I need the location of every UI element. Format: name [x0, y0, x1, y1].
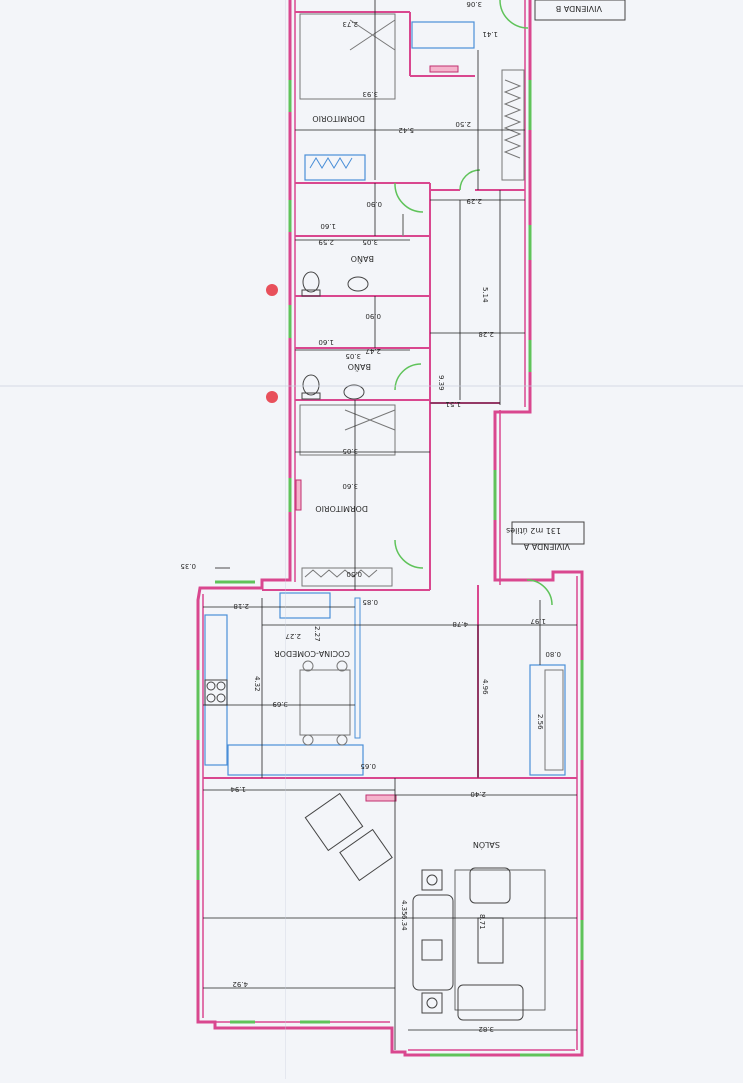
- dim: 5.42: [398, 126, 414, 134]
- dim: 2.40: [470, 790, 486, 798]
- dim: 4.92: [232, 980, 248, 988]
- room-labels: DORMITORIO BAÑO BAÑO DORMITORIO COCINA-C…: [274, 114, 500, 851]
- room-label-dormitorio-mid: DORMITORIO: [315, 504, 368, 513]
- dim: 0.90: [365, 312, 381, 320]
- dim: 2.18: [233, 602, 249, 610]
- dim: 0.85: [362, 598, 378, 606]
- dim: 3.60: [342, 482, 358, 490]
- dim: 4.78: [452, 620, 468, 628]
- unit-labels: VIVIENDA B VIVIENDA A 131 m2 útiles: [506, 0, 626, 551]
- dim: 1.41: [482, 30, 498, 38]
- dim: 1.60: [320, 222, 336, 230]
- windows: [196, 80, 584, 1057]
- paper-fold: [285, 0, 286, 1079]
- dim: 2.47: [365, 347, 381, 355]
- dim: 1.60: [318, 338, 334, 346]
- doors: [394, 0, 553, 606]
- dim: 3.05: [345, 352, 361, 360]
- marker-dot: [266, 284, 278, 296]
- dim: 2.28: [478, 330, 494, 338]
- dim: 1.94: [230, 785, 246, 793]
- dim: 4.32: [253, 676, 261, 692]
- dim: 0.35: [180, 562, 196, 570]
- furniture: [204, 13, 566, 1021]
- markers: [266, 284, 278, 403]
- radiators: [295, 65, 459, 802]
- dim: 0.90: [366, 200, 382, 208]
- dim: 0.50: [346, 570, 362, 578]
- unit-area-a: 131 m2 útiles: [506, 526, 561, 535]
- dim: 3.05: [362, 238, 378, 246]
- dim: 4.96: [481, 679, 489, 695]
- dim: 0.65: [360, 762, 376, 770]
- dim: 2.50: [455, 120, 471, 128]
- dim: 0.80: [545, 650, 561, 658]
- dim: 8.71: [478, 914, 486, 930]
- paper-fold: [0, 385, 743, 387]
- dim: 3.05: [342, 447, 358, 455]
- dim: 2.29: [466, 197, 482, 205]
- dim: 2.59: [318, 238, 334, 246]
- dim: 5.14: [481, 287, 489, 303]
- unit-name-a: VIVIENDA A: [523, 542, 570, 551]
- dim: 2.27: [285, 632, 301, 640]
- dim: 2.27: [313, 626, 321, 642]
- dimension-lines: [203, 0, 577, 1050]
- dim: 2.73: [342, 20, 358, 28]
- room-label-cocina: COCINA-COMEDOR: [274, 649, 350, 658]
- room-label-bano-top: BAÑO: [351, 254, 374, 264]
- dim: 3.93: [362, 90, 378, 98]
- dim: 3.82: [478, 1025, 494, 1033]
- interior-walls: [203, 11, 577, 779]
- dim: 2.56: [536, 714, 544, 730]
- exterior-walls: [196, 0, 584, 1057]
- room-label-bano-mid: BAÑO: [348, 362, 371, 372]
- unit-name-b: VIVIENDA B: [556, 4, 602, 13]
- dim: 1.51: [445, 400, 461, 408]
- room-label-salon: SALÓN: [473, 840, 500, 851]
- dim: 4.35: [400, 900, 408, 916]
- room-label-dormitorio-top: DORMITORIO: [312, 114, 365, 123]
- marker-dot: [266, 391, 278, 403]
- dim: 9.39: [437, 375, 445, 391]
- dim: 3.69: [272, 700, 288, 708]
- dim: 1.97: [530, 617, 546, 625]
- dim: 3.06: [466, 0, 482, 8]
- dim: 6.34: [400, 915, 408, 931]
- dimension-values: 3.06 2.73 1.41 3.93 5.42 2.50 0.90 2.29 …: [180, 0, 561, 1033]
